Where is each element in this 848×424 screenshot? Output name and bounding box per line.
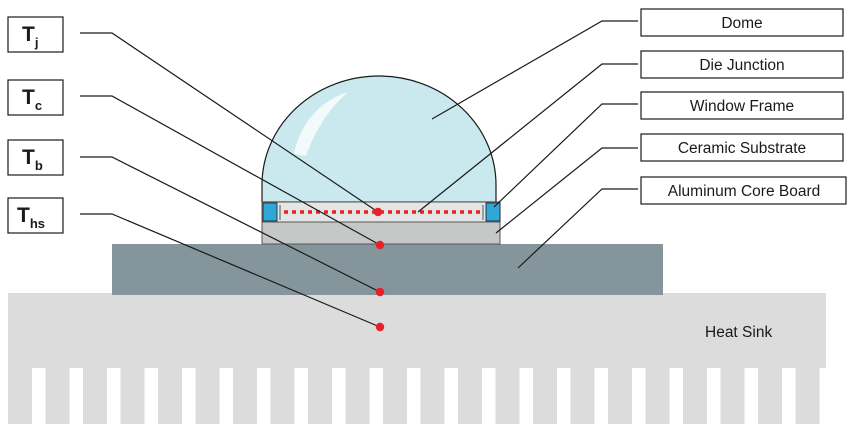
aluminum-core-board-leader-line [517, 188, 638, 269]
heat-sink-fin [270, 368, 295, 424]
heat-sink-fin [158, 368, 182, 424]
window-frame-right [485, 202, 501, 222]
heat-sink-fin [758, 368, 782, 424]
heat-sink-fin [645, 368, 670, 424]
heat-sink-fin [120, 368, 145, 424]
heat-sink-fin [720, 368, 745, 424]
tc-label-box: Tc [7, 79, 64, 116]
ceramic-substrate-label: Ceramic Substrate [678, 140, 806, 157]
die-junction-leader-line [417, 63, 638, 213]
window-frame-label: Window Frame [690, 98, 794, 115]
heat-sink-fin [83, 368, 107, 424]
window-frame-left [262, 202, 278, 222]
heat-sink-fin [345, 368, 370, 424]
tb-leader-line [80, 156, 381, 293]
aluminum-core-board-label-box: Aluminum Core Board [640, 176, 847, 205]
tb-label-box: Tb [7, 139, 64, 176]
tc-point [375, 240, 385, 250]
heat-sink-fin [533, 368, 557, 424]
die-junction-label-box: Die Junction [640, 50, 844, 79]
ths-label: Ths [17, 204, 45, 231]
heat-sink-base [8, 293, 826, 368]
dome-label-box: Dome [640, 8, 844, 37]
heat-sink-fins [8, 368, 820, 424]
heat-sink-fin [420, 368, 445, 424]
heat-sink-fin [8, 368, 32, 424]
die-junction-label: Die Junction [699, 57, 784, 74]
heat-sink-fin [795, 368, 820, 424]
ths-label-box: Ths [7, 197, 64, 234]
heat-sink-fin [683, 368, 707, 424]
tj-point [373, 207, 383, 217]
measurement-points [373, 207, 385, 332]
tc-label: Tc [22, 86, 42, 113]
temperature-leaders [80, 32, 381, 328]
heat-sink-fin [608, 368, 632, 424]
heat-sink-fin [495, 368, 520, 424]
heat-sink-fin [233, 368, 257, 424]
heat-sink-fin [45, 368, 70, 424]
tj-leader-line [80, 32, 379, 213]
aluminum-core-board-label: Aluminum Core Board [668, 183, 820, 200]
heat-sink-fin [383, 368, 407, 424]
window-frame-leader-line [493, 103, 638, 208]
ths-point [375, 322, 385, 332]
dome-highlight [294, 92, 348, 156]
tj-label-box: Tj [7, 16, 64, 53]
heat-sink-fin [308, 368, 332, 424]
heat-sink-fin [458, 368, 482, 424]
tc-leader-line [80, 95, 381, 246]
window-frame-label-box: Window Frame [640, 91, 844, 120]
dome-label: Dome [721, 15, 762, 32]
heat-sink-fin [570, 368, 595, 424]
heat-sink-fin [195, 368, 220, 424]
dome-leader-line [431, 20, 638, 120]
tb-label: Tb [22, 146, 43, 173]
tb-point [375, 287, 385, 297]
ceramic-substrate-label-box: Ceramic Substrate [640, 133, 844, 162]
component-leaders [417, 20, 638, 269]
dome [261, 75, 497, 203]
tj-label: Tj [22, 23, 38, 50]
ceramic-substrate-leader-line [495, 147, 638, 234]
heat-sink-label: Heat Sink [705, 324, 772, 341]
heat-sink [8, 293, 826, 424]
aluminum-core-board [112, 244, 663, 295]
ceramic-substrate [261, 221, 501, 245]
ths-leader-line [80, 213, 381, 328]
